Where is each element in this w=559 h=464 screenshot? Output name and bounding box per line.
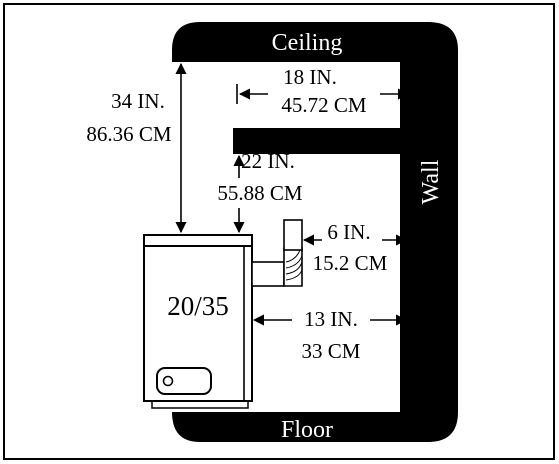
ceiling-label: Ceiling (272, 30, 343, 56)
dim-vent-clearance: 6 IN. 15.2 CM (302, 220, 408, 275)
vent-clearance-cm: 15.2 CM (313, 251, 388, 275)
ceiling-depth-in: 18 IN. (283, 65, 337, 89)
soffit (233, 128, 401, 154)
vent-elbow-ridge-1 (285, 249, 301, 263)
dim-soffit-clearance: 22 IN. 55.88 CM (217, 149, 303, 234)
soffit-clearance-in: 22 IN. (241, 149, 295, 173)
vent-pipe-horizontal (251, 261, 285, 287)
floor-label: Floor (281, 417, 333, 443)
control-knob (162, 375, 174, 387)
floor-band (172, 412, 400, 442)
vent-clearance-in: 6 IN. (327, 220, 370, 244)
water-heater: 20/35 (143, 234, 253, 409)
diagram-frame (3, 3, 555, 460)
side-clearance-cm: 33 CM (302, 339, 361, 363)
top-clearance-cm: 86.36 CM (86, 122, 172, 146)
vent-pipe-vertical (283, 219, 303, 251)
wall-band (400, 22, 458, 442)
top-clearance-in: 34 IN. (111, 89, 165, 113)
ceiling-band (172, 22, 400, 62)
dim-top-clearance: 34 IN. 86.36 CM (86, 62, 187, 234)
dim-side-clearance: 13 IN. 33 CM (252, 307, 408, 363)
vent-elbow-ridge-3 (285, 261, 303, 275)
control-panel (156, 367, 212, 395)
vent-elbow-ridge-2 (285, 255, 303, 269)
vent-elbow-ridge-4 (285, 269, 303, 281)
soffit-clearance-cm: 55.88 CM (217, 181, 303, 205)
enclosure (172, 22, 458, 442)
unit-model-label: 20/35 (167, 291, 229, 321)
vent-pipe (251, 219, 303, 287)
dim-ceiling-depth: 18 IN. 45.72 CM (236, 65, 410, 117)
ceiling-depth-cm: 45.72 CM (281, 93, 367, 117)
ceiling-left-edge (172, 50, 212, 62)
wall-label: Wall (418, 159, 444, 204)
side-clearance-in: 13 IN. (304, 307, 358, 331)
